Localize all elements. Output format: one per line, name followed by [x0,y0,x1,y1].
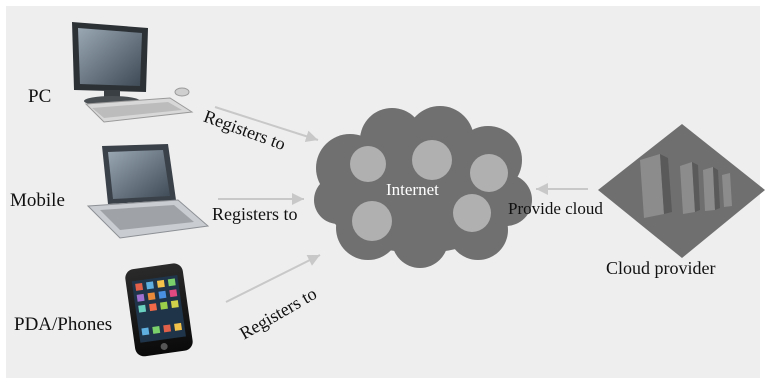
provider-label: Cloud provider [606,258,716,278]
laptop-icon [86,144,210,239]
edge-label-provider: Provide cloud [508,199,603,218]
device-label-mobile: Mobile [10,190,65,211]
internet-cloud-icon [314,106,532,268]
arrow-pda [225,254,321,303]
smartphone-icon [125,263,193,357]
desktop-pc-icon [72,22,194,123]
device-label-pda: PDA/Phones [14,314,113,335]
arrow-pc [214,106,319,143]
device-label-pc: PC [28,86,52,107]
cloud-provider-servers-icon [598,124,765,258]
edge-label-mobile: Registers to [212,204,298,224]
cloud-label: Internet [386,180,439,199]
